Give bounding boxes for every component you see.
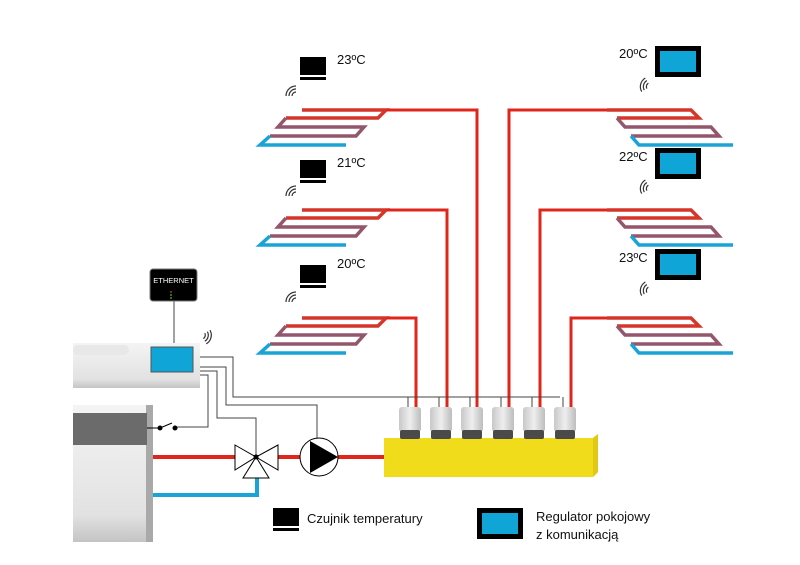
legend: Czujnik temperatury Regulator pokojowy z… [273, 508, 651, 542]
room-regulator-icon [655, 46, 701, 77]
actuators [399, 407, 576, 439]
wireless-icon [636, 179, 651, 195]
wireless-icon [285, 185, 297, 197]
wireless-icon [200, 329, 216, 345]
zone-left-1: 23ºC [258, 52, 388, 147]
zone-left-3: 20ºC [258, 256, 388, 355]
zone-right-2: 22ºC [605, 148, 735, 247]
legend-regulator-label-2: z komunikacją [536, 527, 619, 542]
switch-icon [147, 422, 178, 431]
floor-heating-loop [605, 208, 735, 247]
ethernet-label: ETHERNET [153, 276, 194, 285]
wireless-icon [636, 77, 651, 93]
boiler [73, 405, 153, 542]
zone-right-3: 23ºC [605, 249, 735, 355]
floor-heating-loop [605, 316, 735, 355]
wireless-icon [285, 85, 297, 97]
actuator [554, 407, 576, 439]
zone-temperature: 22ºC [619, 149, 648, 164]
actuator [523, 407, 545, 439]
zone-temperature: 23ºC [337, 52, 366, 67]
controller-screen [150, 346, 194, 373]
three-way-valve-icon [234, 444, 279, 479]
manifold [384, 434, 598, 477]
supply-pipes [386, 108, 607, 408]
temperature-sensor-icon [300, 57, 326, 80]
pump-icon [299, 437, 339, 477]
room-regulator-icon [655, 249, 701, 280]
floor-heating-loop [605, 108, 735, 147]
floor-heating-loop [258, 108, 388, 147]
temperature-sensor-icon [300, 160, 326, 183]
wireless-icon [285, 291, 297, 303]
ethernet-module: ETHERNET [149, 268, 198, 302]
zone-left-2: 21ºC [258, 155, 388, 247]
zone-temperature: 23ºC [619, 250, 648, 265]
floor-heating-loop [258, 208, 388, 247]
legend-regulator-label: Regulator pokojowy [536, 509, 651, 524]
return-pipe-main [153, 470, 259, 497]
room-regulator-icon [655, 148, 701, 179]
legend-regulator-icon [477, 508, 523, 539]
floor-heating-loop [258, 316, 388, 355]
zone-temperature: 20ºC [619, 46, 648, 61]
actuator [492, 407, 514, 439]
wireless-icon [636, 281, 651, 297]
legend-sensor-icon [273, 508, 299, 531]
actuator [461, 407, 483, 439]
heating-controller [73, 343, 200, 388]
actuator [430, 407, 452, 439]
zone-temperature: 21ºC [337, 155, 366, 170]
actuator [399, 407, 421, 439]
control-wires [173, 300, 564, 455]
temperature-sensor-icon [300, 265, 326, 288]
zone-right-1: 20ºC [605, 46, 735, 147]
legend-sensor-label: Czujnik temperatury [307, 511, 423, 526]
zone-temperature: 20ºC [337, 256, 366, 271]
